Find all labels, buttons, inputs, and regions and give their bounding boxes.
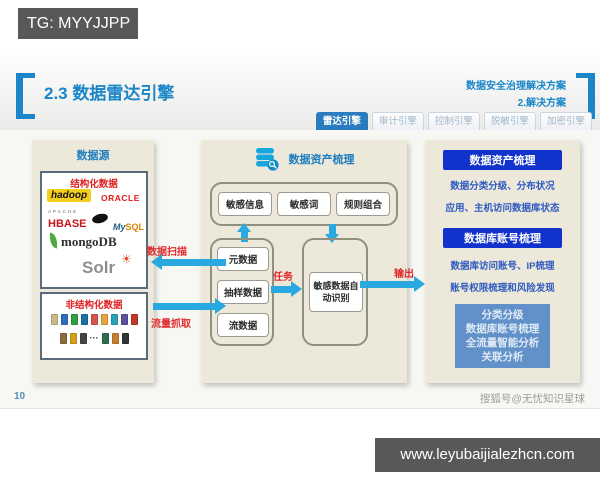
database-search-icon [255, 148, 279, 171]
asset-sorting-title: 数据资产梳理 [288, 154, 355, 166]
apache-label: APACHE [48, 209, 79, 214]
task-label: 任务 [273, 272, 293, 283]
rules-container: 敏感信息 敏感词 规则组合 [210, 182, 398, 226]
page-title: 2.3 数据雷达引擎 [44, 84, 175, 103]
auto-identify-box: 敏感数据自动识别 [309, 272, 363, 312]
unstructured-data-box: 非结构化数据 ··· [40, 292, 148, 360]
asset-sorting-panel: 数据资产梳理 敏感信息 敏感词 规则组合 元数据 抽样数据 流数据 敏感数据自动… [201, 140, 407, 383]
identify-container: 敏感数据自动识别 [302, 238, 368, 346]
output-label: 输出 [394, 269, 414, 280]
whale-icon [91, 212, 109, 225]
traffic-capture-label: 流量抓取 [151, 319, 191, 330]
datasource-title: 数据源 [76, 150, 110, 162]
solution-subtitle: 数据安全治理解决方案 2.解决方案 [466, 77, 566, 109]
summary-box: 分类分级 数据库账号梳理 全流量智能分析 关联分析 [455, 304, 550, 368]
structured-data-title: 结构化数据 [70, 179, 118, 190]
asset-sorting-header: 数据资产梳理 [201, 146, 407, 172]
data-scan-label: 数据扫描 [147, 247, 187, 258]
result-line4: 账号权限梳理和风险发现 [450, 283, 555, 294]
mongodb-logo: mongoDB [61, 234, 117, 249]
datasource-panel: 数据源 结构化数据 hadoop ORACLE APACHE HBASE MyS… [32, 140, 154, 383]
data-types-container: 元数据 抽样数据 流数据 [210, 238, 274, 346]
mysql-logo: MySQL [113, 222, 145, 232]
solr-logo: Solr [82, 258, 116, 277]
up-arrow-icon [237, 223, 251, 242]
tab-audit-engine[interactable]: 审计引擎 [371, 112, 424, 130]
sensitive-info-box: 敏感信息 [218, 192, 272, 216]
stream-data-box: 流数据 [217, 313, 269, 337]
solution-line1: 数据安全治理解决方案 [466, 81, 566, 92]
title-bracket-left-icon [16, 73, 35, 119]
unstructured-data-title: 非结构化数据 [65, 300, 123, 311]
result-section1-title: 数据资产梳理 [443, 150, 562, 170]
page-number: 10 [14, 391, 26, 402]
engine-tabs: 雷达引擎 审计引擎 控制引擎 脱敏引擎 加密引擎 [315, 112, 592, 130]
summary-line1: 分类分级 [481, 310, 524, 321]
result-panel: 数据资产梳理 数据分类分级、分布状况 应用、主机访问数据库状态 数据库账号梳理 … [425, 140, 580, 383]
down-arrow-icon [325, 224, 339, 243]
result-section2-title: 数据库账号梳理 [443, 228, 562, 248]
tg-watermark: TG: MYYJJPP [18, 8, 138, 39]
structured-data-box: 结构化数据 hadoop ORACLE APACHE HBASE MySQL m… [40, 171, 148, 289]
rule-combination-box: 规则组合 [336, 192, 390, 216]
oracle-logo: ORACLE [101, 193, 140, 203]
filetype-icons-row2: ··· [42, 333, 146, 344]
result-line3: 数据库访问账号、IP梳理 [450, 261, 555, 272]
filetype-icons-row1 [42, 314, 146, 325]
summary-line3: 全流量智能分析 [465, 338, 540, 349]
hadoop-logo: hadoop [47, 189, 92, 202]
sensitive-words-box: 敏感词 [277, 192, 331, 216]
tab-encryption-engine[interactable]: 加密引擎 [539, 112, 592, 130]
task-arrow-icon [271, 281, 302, 297]
result-line1: 数据分类分级、分布状况 [450, 181, 555, 192]
tab-control-engine[interactable]: 控制引擎 [427, 112, 480, 130]
tab-masking-engine[interactable]: 脱敏引擎 [483, 112, 536, 130]
mongodb-leaf-icon [47, 232, 60, 249]
output-arrow-icon [360, 276, 425, 292]
traffic-capture-arrow-icon [153, 298, 226, 314]
site-watermark: www.leyubaijialezhcn.com [375, 438, 600, 472]
summary-line4: 关联分析 [481, 352, 524, 363]
solution-line2: 2.解决方案 [517, 98, 566, 109]
tab-radar-engine[interactable]: 雷达引擎 [315, 112, 368, 130]
data-scan-arrow-icon [151, 254, 226, 270]
sohu-watermark: 搜狐号@无忧知识星球 [479, 393, 585, 405]
result-line2: 应用、主机访问数据库状态 [445, 203, 560, 214]
hbase-logo: HBASE [48, 218, 87, 230]
summary-line2: 数据库账号梳理 [465, 324, 540, 335]
solr-sun-icon: ☀ [121, 252, 132, 266]
